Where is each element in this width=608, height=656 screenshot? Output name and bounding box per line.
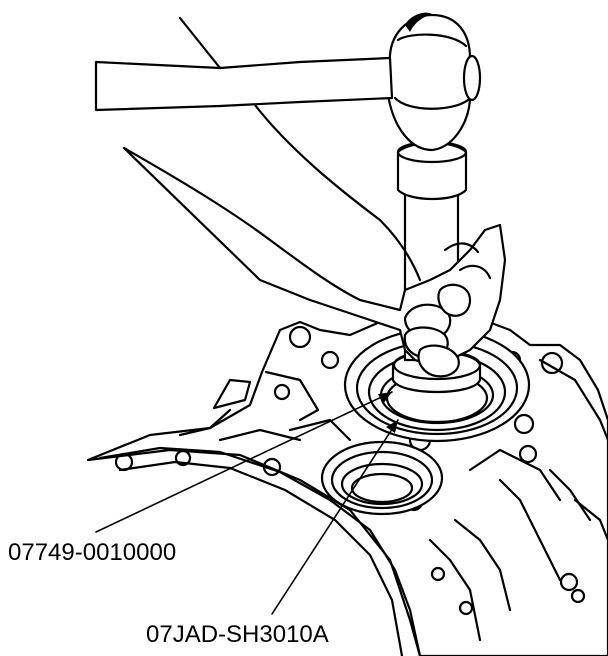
leader-line-handle	[95, 391, 393, 533]
callout-label-driver-attachment: 07JAD-SH3010A	[146, 621, 329, 648]
hand	[122, 103, 507, 378]
leader-lines	[95, 391, 399, 615]
arrowhead-attachment	[386, 420, 398, 433]
leader-line-attachment	[271, 419, 399, 615]
callout-label-driver-handle: 07749-0010000	[8, 539, 177, 566]
lower-bearing-bore	[320, 440, 444, 516]
arrowhead-handle	[378, 392, 392, 404]
hammer	[94, 12, 482, 152]
